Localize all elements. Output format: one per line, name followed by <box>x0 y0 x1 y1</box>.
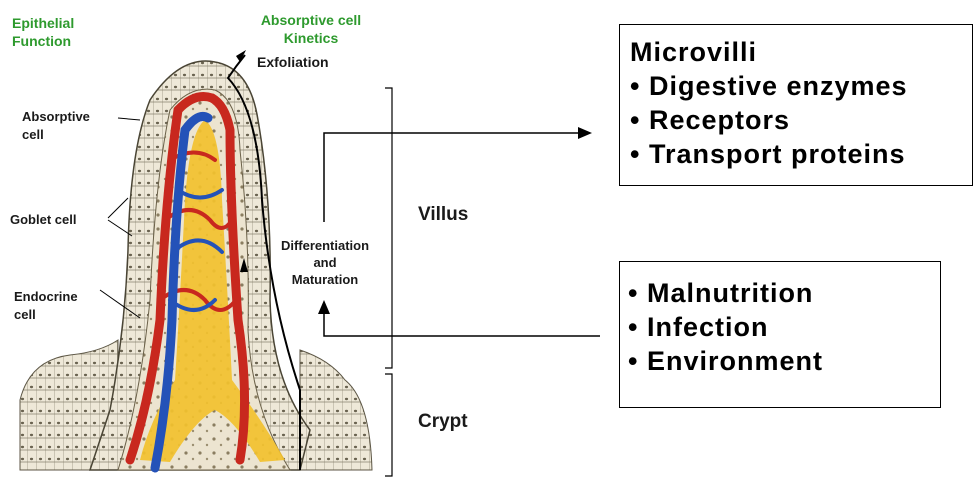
factor-item: • Environment <box>628 344 940 378</box>
label-absorptive-cell: Absorptive cell <box>22 108 90 144</box>
factor-item: • Infection <box>628 310 940 344</box>
label-crypt: Crypt <box>418 411 468 433</box>
label-endocrine-cell: Endocrine cell <box>14 288 78 324</box>
label-exfoliation: Exfoliation <box>257 54 329 70</box>
factor-item: • Malnutrition <box>628 276 940 310</box>
label-absorptive-cell-kinetics: Absorptive cell Kinetics <box>246 11 376 47</box>
label-differentiation-maturation: Differentiation and Maturation <box>258 237 392 288</box>
microvilli-item: • Receptors <box>630 103 972 137</box>
label-villus: Villus <box>418 204 468 226</box>
microvilli-title: Microvilli <box>630 35 972 69</box>
crypt-tissue-right <box>300 350 372 470</box>
microvilli-box: Microvilli • Digestive enzymes • Recepto… <box>619 24 973 186</box>
arrow-to-microvilli <box>578 127 592 139</box>
microvilli-item: • Transport proteins <box>630 137 972 171</box>
label-epithelial-function: Epithelial Function <box>12 14 74 50</box>
arrow-to-differentiation <box>318 300 330 314</box>
connector-arrows <box>324 133 600 336</box>
microvilli-item: • Digestive enzymes <box>630 69 972 103</box>
label-goblet-cell: Goblet cell <box>10 212 76 227</box>
factors-box: • Malnutrition • Infection • Environment <box>619 261 941 408</box>
